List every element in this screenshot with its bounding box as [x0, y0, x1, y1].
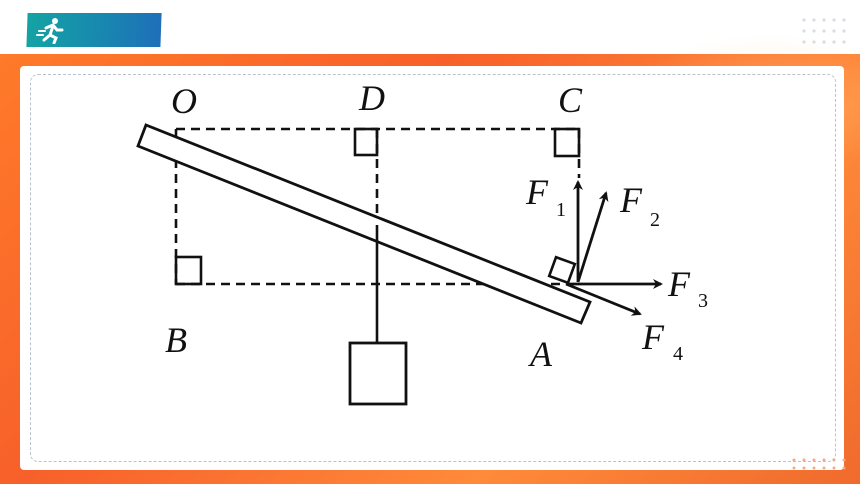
force-label-F2-sub: 2: [650, 209, 660, 231]
force-label-F2: F 2: [619, 180, 660, 231]
force-label-F1: F 1: [525, 172, 566, 221]
point-label-D: D: [358, 78, 385, 118]
force-label-F2-main: F: [619, 180, 643, 220]
force-label-F1-main: F: [525, 172, 549, 212]
point-label-A: A: [528, 334, 553, 374]
right-angle-B: [174, 255, 203, 286]
right-angle-C: [553, 127, 581, 158]
point-label-O: O: [171, 81, 197, 121]
force-label-F3-main: F: [667, 264, 691, 304]
force-label-F3-sub: 3: [698, 290, 708, 312]
force-label-F1-sub: 1: [556, 199, 566, 221]
right-angle-D: [353, 127, 379, 157]
lever-bar: [136, 123, 592, 325]
hanging-weight: [348, 341, 408, 406]
force-arrows: [565, 180, 663, 316]
right-angle-markers: [174, 127, 581, 286]
point-label-C: C: [558, 80, 583, 120]
force-label-F4-sub: 4: [673, 343, 683, 365]
decorative-dot-grid: [802, 18, 846, 44]
force-label-F3: F 3: [667, 264, 708, 312]
force-arrow-F4: [565, 282, 642, 316]
force-label-F4: F 4: [641, 317, 683, 365]
point-label-B: B: [165, 320, 187, 360]
force-arrow-F2: [576, 191, 609, 283]
force-label-F4-main: F: [641, 317, 665, 357]
content-panel-border: [30, 74, 836, 462]
decorative-dot-row: [792, 458, 846, 470]
right-angle-A: [547, 255, 577, 285]
running-person-icon: [36, 18, 64, 44]
